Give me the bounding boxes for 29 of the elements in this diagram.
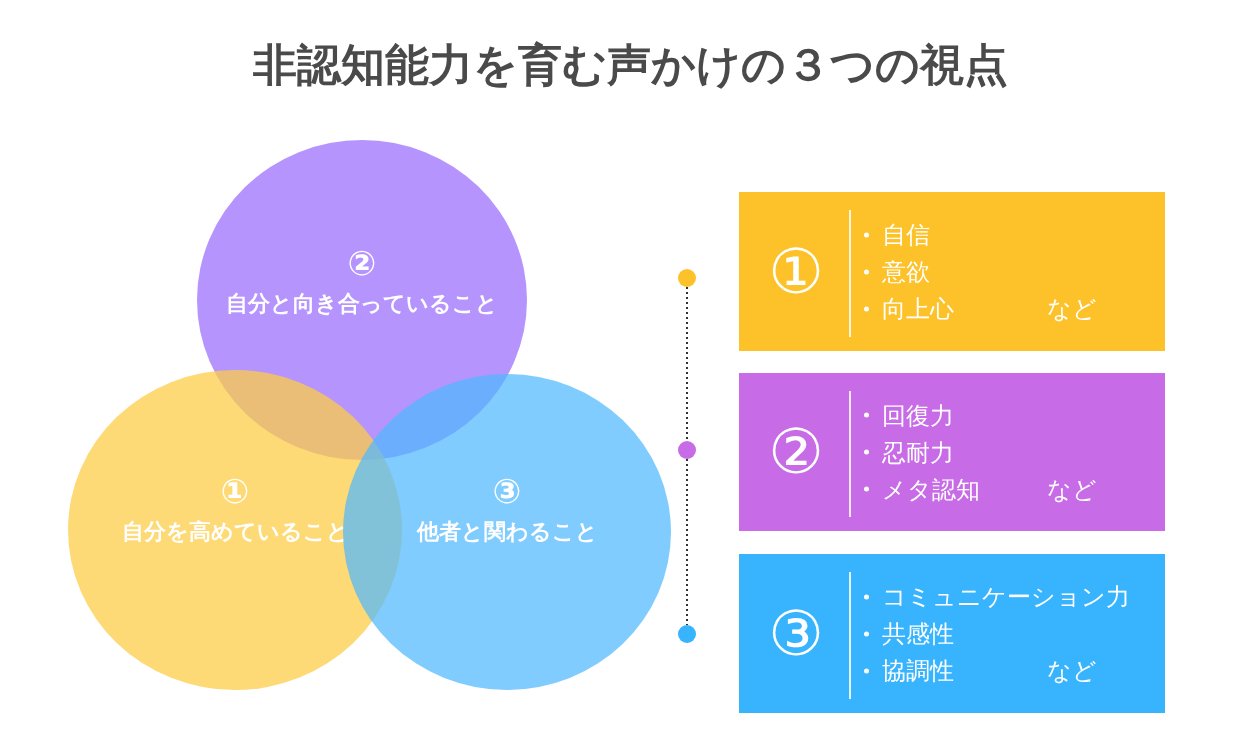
dotted-connector [686, 458, 688, 626]
list-item: コミュニケーション力 [882, 581, 1130, 613]
dotted-connector [686, 286, 688, 442]
list-item: 自信 [882, 219, 930, 251]
circled-number: ② [347, 245, 377, 283]
circled-number: ③ [492, 473, 522, 511]
list-item: 意欲 [882, 256, 930, 288]
list-item: 協調性 [882, 655, 954, 687]
diagram-title: 非認知能力を育む声かけの３つの視点 [251, 38, 1009, 92]
category-card [739, 192, 1165, 351]
etc-note: など [1047, 655, 1097, 687]
etc-note: など [1047, 474, 1097, 505]
timeline-dot [678, 625, 696, 643]
list-item: 共感性 [882, 618, 954, 650]
list-item: メタ認知 [882, 474, 980, 505]
list-item: 忍耐力 [882, 437, 954, 468]
list-item: 向上心 [882, 293, 954, 325]
circled-number: ① [220, 473, 250, 511]
etc-note: など [1047, 293, 1097, 325]
timeline-dot [678, 269, 696, 287]
list-item: 回復力 [882, 400, 954, 431]
timeline-dot [678, 441, 696, 459]
circle-label: 自分と向き合っていること [226, 289, 498, 318]
circled-number: ③ [767, 602, 825, 665]
circle-label: 他者と関わること [416, 517, 598, 546]
category-card [739, 373, 1165, 531]
circled-number: ① [767, 240, 825, 303]
circled-number: ② [767, 421, 825, 483]
category-card [739, 554, 1165, 713]
